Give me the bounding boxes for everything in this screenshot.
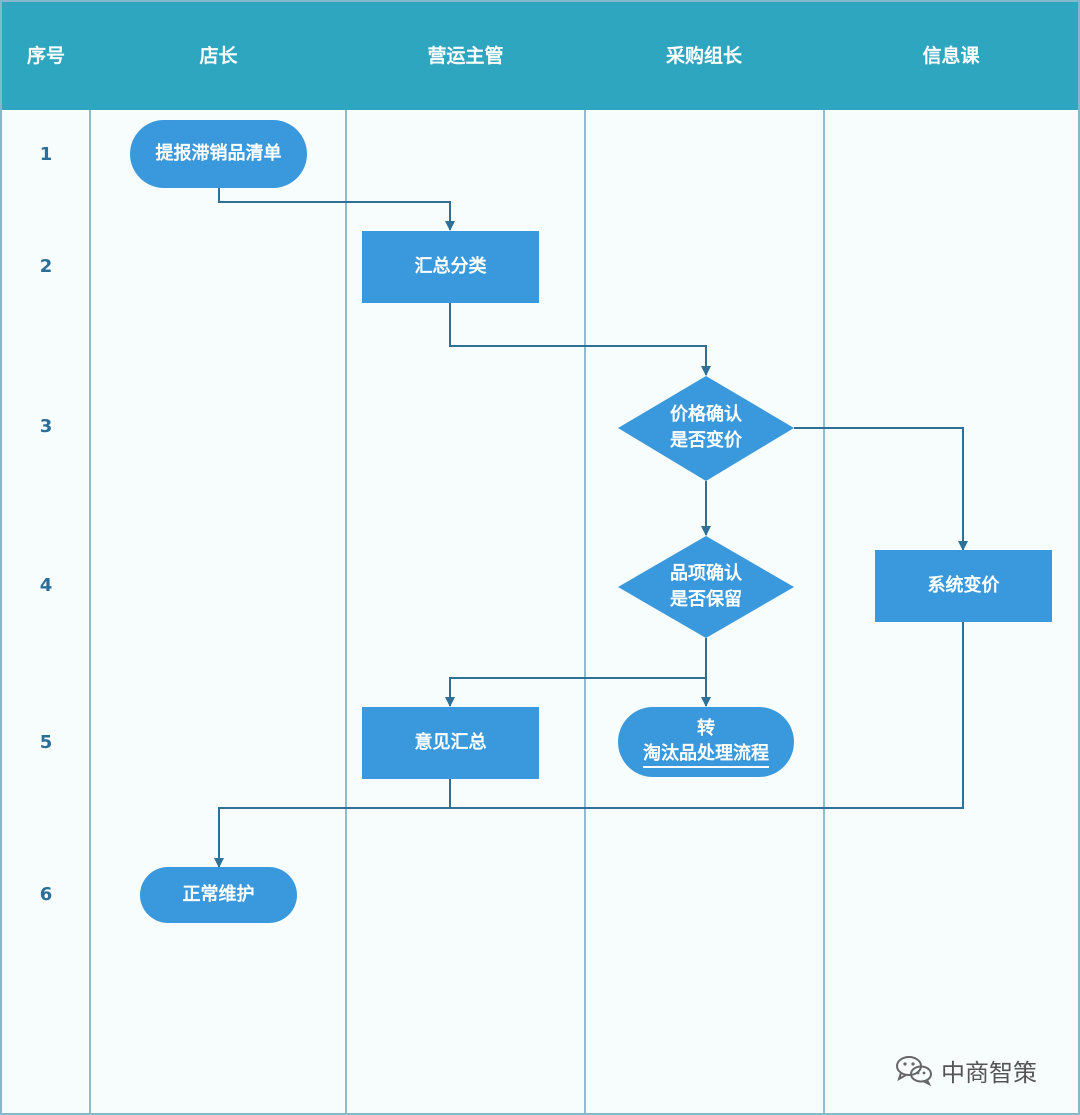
- price-confirm-line2: 是否变价: [670, 430, 742, 451]
- header-info-dept: 信息课: [922, 45, 980, 67]
- watermark: 中商智策: [895, 1052, 1037, 1088]
- row-number: 3: [39, 416, 53, 437]
- arrow-summarize-to-price: [449, 303, 711, 376]
- row-number: 2: [39, 256, 53, 277]
- watermark-text: 中商智策: [941, 1058, 1037, 1087]
- arrow-system-to-normal: [450, 622, 964, 809]
- node-system-price-change: 系统变价: [875, 550, 1052, 622]
- lane-divider: [345, 110, 347, 1113]
- lane-divider: [89, 110, 91, 1113]
- diamond-price-confirm: [618, 376, 794, 481]
- item-confirm-line1: 品项确认: [670, 563, 742, 584]
- node-normal-maintenance: 正常维护: [140, 867, 297, 923]
- row-number: 4: [39, 575, 53, 596]
- header-operations-supervisor: 营运主管: [427, 45, 504, 67]
- price-confirm-line1: 价格确认: [670, 404, 742, 425]
- arrow-opinion-to-normal: [214, 779, 451, 868]
- row-number: 1: [39, 144, 53, 165]
- lane-divider: [823, 110, 825, 1113]
- header-bar: [2, 2, 1078, 110]
- row-number: 5: [39, 732, 53, 753]
- row-number: 6: [39, 884, 53, 905]
- item-confirm-line2: 是否保留: [670, 589, 742, 610]
- header-purchasing-leader: 采购组长: [665, 45, 742, 67]
- node-summarize-classify: 汇总分类: [362, 231, 539, 303]
- arrow-price-to-system: [794, 427, 968, 551]
- node-item-confirm-label: 品项确认 是否保留: [638, 551, 774, 623]
- arrow-item-to-opinion: [445, 677, 706, 707]
- node-price-confirm-label: 价格确认 是否变价: [638, 392, 774, 464]
- wechat-icon: [896, 1056, 932, 1086]
- transfer-link[interactable]: 淘汰品处理流程: [643, 742, 769, 768]
- header-seq: 序号: [26, 45, 65, 67]
- node-opinion-summary: 意见汇总: [362, 707, 539, 779]
- arrow-submit-to-summarize: [218, 188, 455, 231]
- transfer-line1: 转: [697, 718, 715, 739]
- header-store-manager: 店长: [199, 45, 238, 67]
- diamond-item-confirm: [618, 536, 794, 638]
- lane-divider: [584, 110, 586, 1113]
- node-submit-list: 提报滞销品清单: [130, 120, 307, 188]
- node-transfer: 转 淘汰品处理流程: [618, 707, 794, 777]
